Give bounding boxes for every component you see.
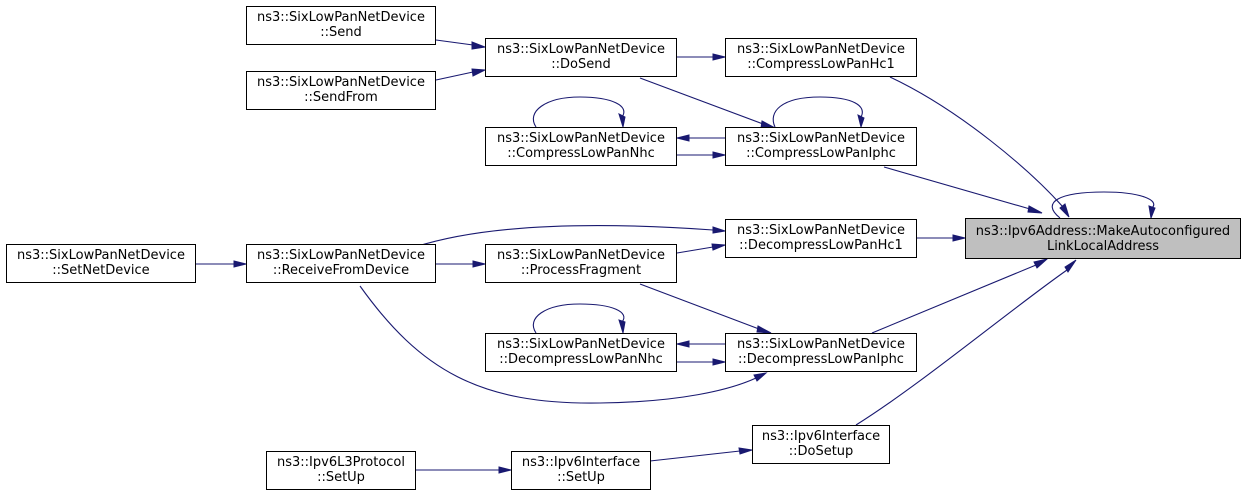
- node-decompress-iphc[interactable]: ns3::SixLowPanNetDevice ::DecompressLowP…: [725, 333, 917, 372]
- edge-iphc-to-nhc: [676, 134, 725, 142]
- node-decompress-hc1[interactable]: ns3::SixLowPanNetDevice ::DecompressLowP…: [725, 219, 917, 258]
- node-ifdosetup-line1: ns3::Ipv6Interface: [762, 429, 880, 444]
- node-decompress-hc1-line1: ns3::SixLowPanNetDevice: [737, 223, 905, 238]
- edge-l3setup-to-ifsetup: [415, 466, 512, 474]
- edge-receive-to-fragment: [436, 260, 486, 268]
- node-setnetdevice-line1: ns3::SixLowPanNetDevice: [17, 248, 185, 263]
- node-receive-line1: ns3::SixLowPanNetDevice: [257, 248, 425, 263]
- edge-diphc-to-dnhc: [676, 340, 725, 348]
- node-decompress-nhc[interactable]: ns3::SixLowPanNetDevice ::DecompressLowP…: [485, 333, 677, 372]
- edge-iphc-to-root: [883, 166, 1043, 214]
- node-receive-line2: ::ReceiveFromDevice: [273, 263, 409, 278]
- node-dosend[interactable]: ns3::SixLowPanNetDevice ::DoSend: [485, 38, 677, 77]
- node-compress-iphc[interactable]: ns3::SixLowPanNetDevice ::CompressLowPan…: [725, 127, 917, 166]
- node-decompress-iphc-line1: ns3::SixLowPanNetDevice: [737, 337, 905, 352]
- node-ipv6interface-dosetup[interactable]: ns3::Ipv6Interface ::DoSetup: [752, 425, 890, 464]
- node-receive-from-device[interactable]: ns3::SixLowPanNetDevice ::ReceiveFromDev…: [246, 244, 436, 283]
- node-decompress-nhc-line2: ::DecompressLowPanNhc: [499, 352, 663, 367]
- node-setnetdevice-line2: ::SetNetDevice: [52, 263, 149, 278]
- node-process-fragment[interactable]: ns3::SixLowPanNetDevice ::ProcessFragmen…: [485, 244, 677, 283]
- edge-sendfrom-to-dosend: [435, 68, 487, 81]
- edge-nhc-to-iphc: [677, 151, 726, 159]
- node-compress-hc1-line1: ns3::SixLowPanNetDevice: [737, 42, 905, 57]
- edge-nhc-self-loop: [532, 96, 626, 128]
- edge-hc1-to-root: [889, 76, 1070, 218]
- node-compress-hc1-line2: ::CompressLowPanHc1: [747, 57, 895, 72]
- node-ifsetup-line2: ::SetUp: [557, 470, 605, 485]
- edge-dnhc-self-loop: [532, 303, 626, 334]
- node-decompress-iphc-line2: ::DecompressLowPanIphc: [738, 352, 904, 367]
- node-sendfrom-line2: ::SendFrom: [304, 90, 378, 105]
- edge-dosend-to-iphc: [639, 77, 776, 129]
- edge-fragment-to-dhc1: [676, 243, 726, 254]
- edge-iphc-self-loop: [772, 96, 865, 129]
- node-ipv6interface-setup[interactable]: ns3::Ipv6Interface ::SetUp: [511, 451, 651, 490]
- node-l3setup-line1: ns3::Ipv6L3Protocol: [277, 455, 405, 470]
- node-ipv6l3protocol-setup[interactable]: ns3::Ipv6L3Protocol ::SetUp: [266, 451, 416, 490]
- node-process-fragment-line2: ::ProcessFragment: [521, 263, 641, 278]
- node-root-line1: ns3::Ipv6Address::MakeAutoconfigured: [976, 224, 1230, 239]
- edge-dhc1-to-root: [916, 234, 966, 242]
- node-dosend-line2: ::DoSend: [551, 57, 610, 72]
- node-root-line2: LinkLocalAddress: [1047, 239, 1159, 254]
- node-ifdosetup-line2: ::DoSetup: [789, 444, 854, 459]
- edge-send-to-dosend: [435, 39, 487, 50]
- node-send[interactable]: ns3::SixLowPanNetDevice ::Send: [246, 6, 436, 45]
- node-compress-nhc[interactable]: ns3::SixLowPanNetDevice ::CompressLowPan…: [485, 127, 677, 166]
- node-process-fragment-line1: ns3::SixLowPanNetDevice: [497, 248, 665, 263]
- edge-receive-to-dhc1: [414, 224, 726, 248]
- edge-dosend-to-hc1: [677, 53, 726, 61]
- edge-setnetdevice-to-receive: [196, 260, 247, 268]
- node-compress-iphc-line1: ns3::SixLowPanNetDevice: [737, 131, 905, 146]
- edge-fragment-to-diphc: [639, 283, 772, 334]
- node-send-line1: ns3::SixLowPanNetDevice: [257, 10, 425, 25]
- node-root-make-autoconfigured[interactable]: ns3::Ipv6Address::MakeAutoconfigured Lin…: [965, 218, 1241, 259]
- node-setnetdevice[interactable]: ns3::SixLowPanNetDevice ::SetNetDevice: [6, 244, 196, 283]
- edge-diphc-to-root: [871, 258, 1049, 334]
- node-compress-nhc-line1: ns3::SixLowPanNetDevice: [497, 131, 665, 146]
- node-decompress-nhc-line1: ns3::SixLowPanNetDevice: [497, 337, 665, 352]
- edge-ifdosetup-to-root: [855, 259, 1077, 426]
- edge-root-self-loop: [1051, 191, 1156, 220]
- node-ifsetup-line1: ns3::Ipv6Interface: [522, 455, 640, 470]
- node-compress-iphc-line2: ::CompressLowPanIphc: [746, 146, 896, 161]
- node-sendfrom[interactable]: ns3::SixLowPanNetDevice ::SendFrom: [246, 71, 436, 110]
- node-sendfrom-line1: ns3::SixLowPanNetDevice: [257, 75, 425, 90]
- node-l3setup-line2: ::SetUp: [317, 470, 365, 485]
- edge-receive-to-diphc: [359, 285, 768, 404]
- node-compress-nhc-line2: ::CompressLowPanNhc: [507, 146, 654, 161]
- edge-dnhc-to-diphc: [677, 358, 726, 366]
- node-compress-hc1[interactable]: ns3::SixLowPanNetDevice ::CompressLowPan…: [725, 38, 917, 77]
- node-dosend-line1: ns3::SixLowPanNetDevice: [497, 42, 665, 57]
- edge-ifsetup-to-ifdosetup: [649, 447, 753, 462]
- node-send-line2: ::Send: [320, 25, 362, 40]
- node-decompress-hc1-line2: ::DecompressLowPanHc1: [739, 238, 903, 253]
